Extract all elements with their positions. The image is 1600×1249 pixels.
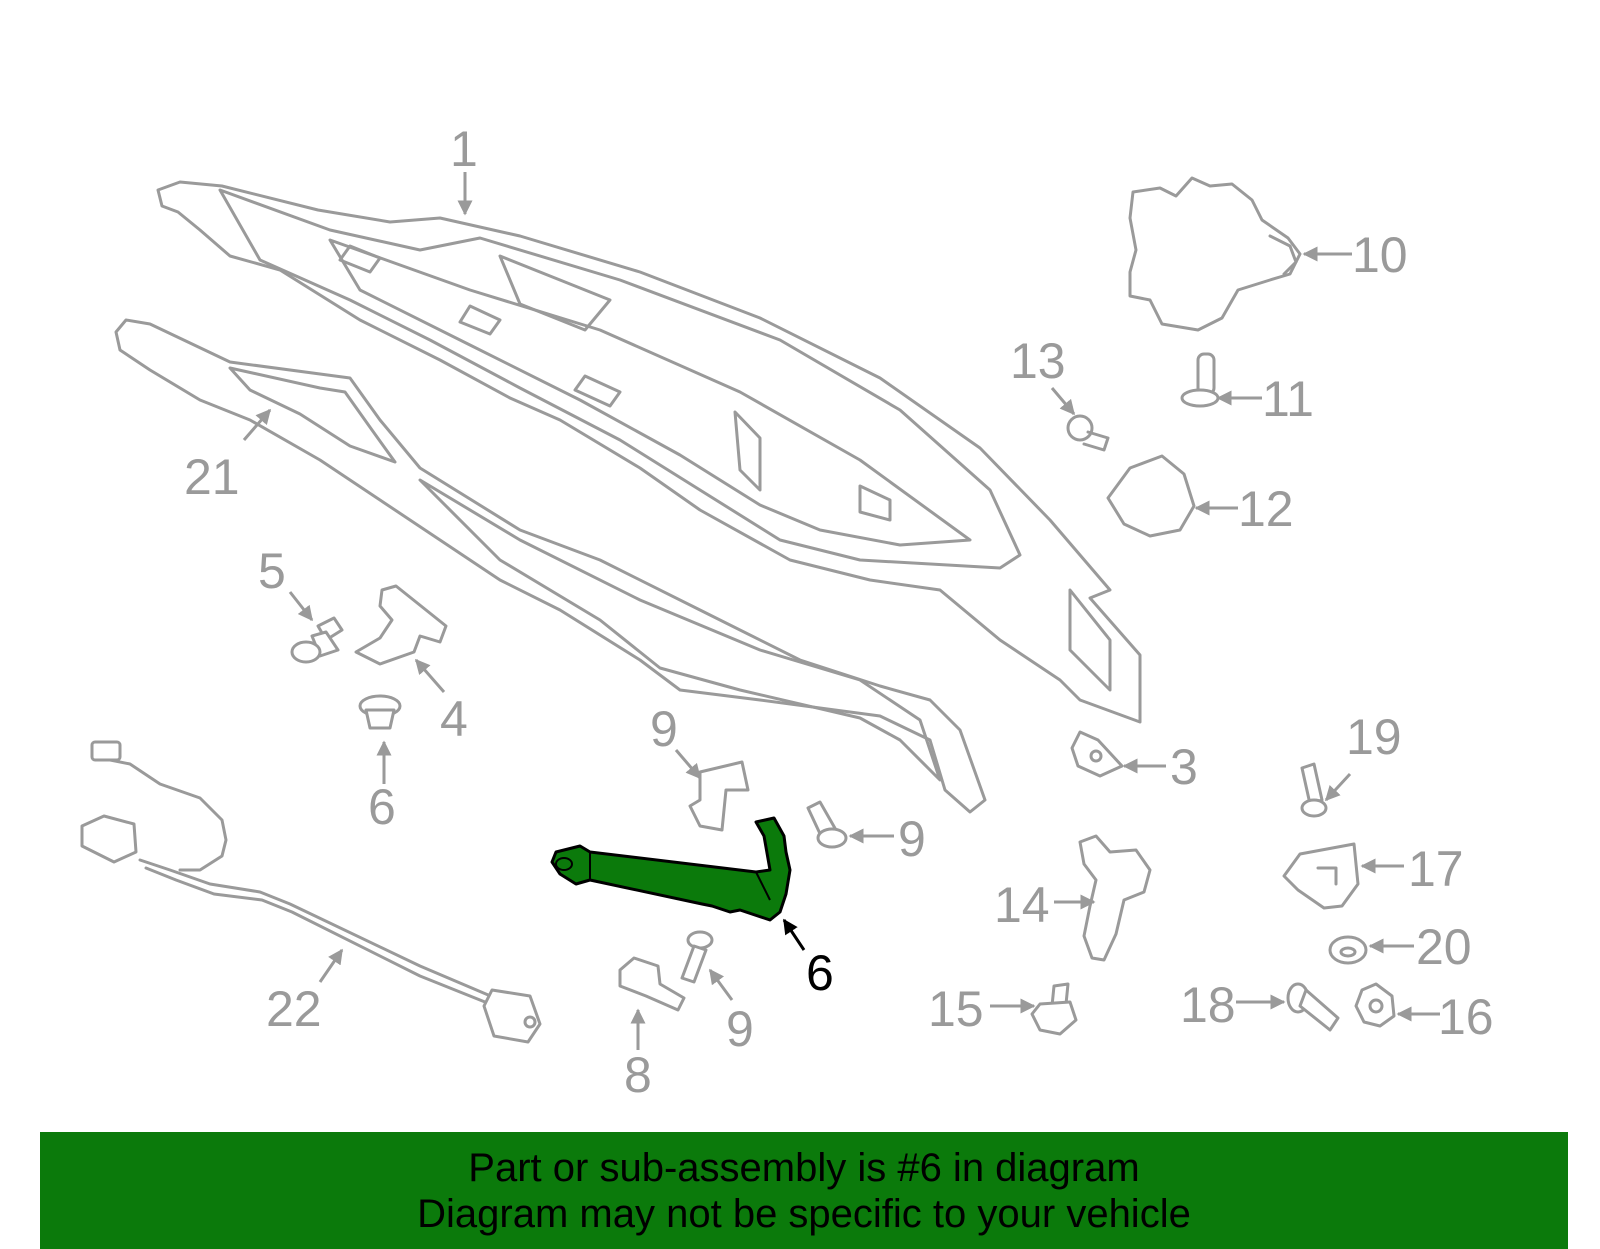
- callout-18: 18: [1180, 977, 1236, 1033]
- part-2-clip-nut: [1070, 730, 1124, 778]
- callout-7: 8: [624, 1047, 652, 1103]
- part-12-grommet: [1106, 454, 1196, 538]
- part-3-bracket: [354, 584, 448, 666]
- part-5-clip: [358, 694, 402, 730]
- callout-4: 5: [258, 543, 286, 599]
- callout-20: 20: [1416, 919, 1472, 975]
- callout-8: 9: [650, 701, 678, 757]
- callout-21: 21: [184, 449, 240, 505]
- callout-16: 16: [1438, 989, 1494, 1045]
- callout-10: 10: [1352, 227, 1408, 283]
- part-13-nut: [1066, 414, 1110, 452]
- callout-2: 3: [1170, 739, 1198, 795]
- callout-9-lower: 9: [726, 1001, 754, 1057]
- part-7-bracket: [618, 956, 686, 1012]
- part-9-screw-upper: [806, 800, 848, 849]
- callout-14: 14: [994, 877, 1050, 933]
- callout-12: 12: [1238, 481, 1294, 537]
- banner-disclaimer: Diagram may not be specific to your vehi…: [417, 1191, 1191, 1236]
- part-8-bracket: [688, 760, 750, 832]
- callout-5: 6: [368, 779, 396, 835]
- callout-19: 19: [1346, 709, 1402, 765]
- part-16-nut: [1354, 982, 1396, 1028]
- part-19-screw: [1300, 762, 1328, 818]
- callout-1: 1: [450, 121, 478, 177]
- part-20-washer: [1328, 935, 1368, 965]
- banner-part-note: Part or sub-assembly is #6 in diagram: [468, 1145, 1140, 1190]
- part-21-inner-panel: [114, 318, 987, 814]
- part-17-bracket: [1282, 842, 1360, 910]
- info-banner: Part or sub-assembly is #6 in diagram Di…: [40, 1132, 1568, 1249]
- part-9-screw-lower: [680, 930, 714, 984]
- callout-17: 17: [1408, 841, 1464, 897]
- callout-13: 13: [1010, 333, 1066, 389]
- part-22-wiring-harness: [80, 740, 542, 1044]
- callout-3: 4: [440, 691, 468, 747]
- callout-11: 11: [1262, 371, 1314, 427]
- part-18-bolt: [1286, 982, 1340, 1032]
- part-6-lift-support: [550, 816, 792, 922]
- part-4-screw: [290, 616, 344, 664]
- callout-6: 6: [806, 945, 834, 1001]
- part-10-latch: [1128, 176, 1302, 332]
- part-14-hinge: [1078, 834, 1152, 962]
- callout-15: 15: [928, 981, 984, 1037]
- part-1-trunk-lid: [156, 180, 1142, 724]
- part-11-bolt: [1180, 352, 1220, 408]
- callout-9-upper: 9: [898, 811, 926, 867]
- part-15-bolt: [1030, 982, 1078, 1036]
- callout-22: 22: [266, 981, 322, 1037]
